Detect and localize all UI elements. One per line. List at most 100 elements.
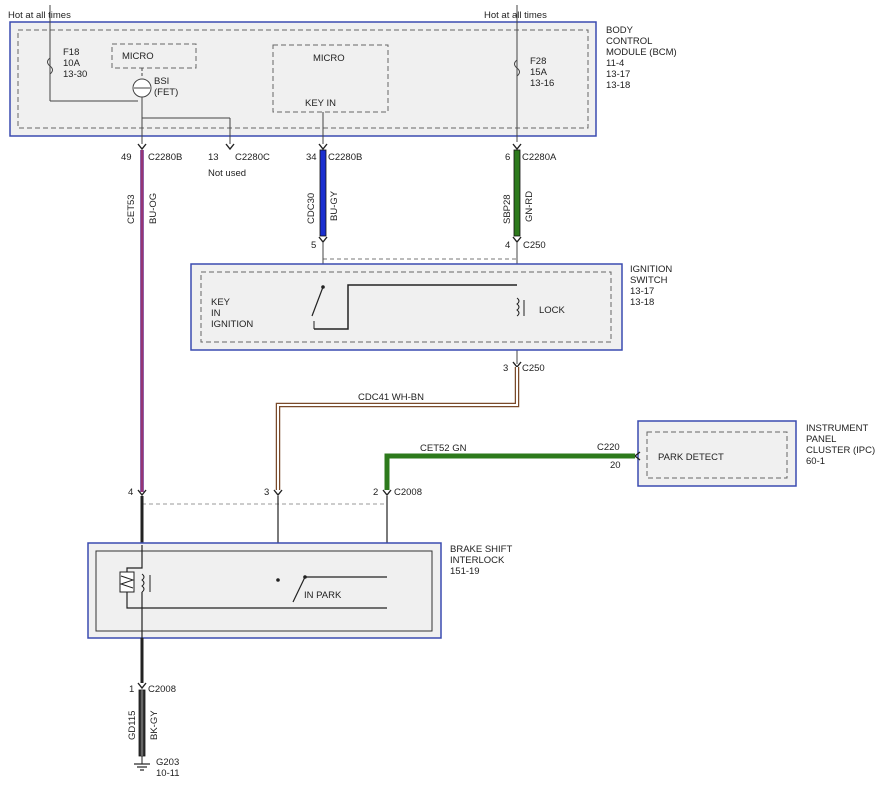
connector-c2280b-49: C2280B bbox=[148, 152, 182, 163]
micro-mid-label: MICRO bbox=[313, 53, 345, 64]
hot-at-all-times-left: Hot at all times bbox=[8, 10, 71, 21]
key-label-1: KEY bbox=[211, 297, 231, 308]
c2008-bottom-label: C2008 bbox=[148, 684, 176, 695]
fuse-f28-ref: 13-16 bbox=[530, 78, 554, 89]
park-switch-icon bbox=[292, 576, 306, 603]
key-in-label: KEY IN bbox=[305, 98, 336, 109]
key-label-3: IGNITION bbox=[211, 319, 253, 330]
pin-6: 6 bbox=[505, 152, 510, 163]
wire-cet52-label: CET52 GN bbox=[420, 443, 467, 454]
bsi-coil-loop bbox=[126, 545, 387, 609]
bcm-label-6: 13-18 bbox=[606, 80, 630, 91]
bsi-module-frame bbox=[87, 542, 442, 639]
wire-cet53-circuit: CET53 bbox=[126, 194, 137, 224]
bcm-inner-frame bbox=[17, 29, 589, 129]
bsi-module-label-3: 151-19 bbox=[450, 566, 480, 577]
ipc-label-1: INSTRUMENT bbox=[806, 423, 868, 434]
bsi-coil-icon bbox=[141, 573, 145, 593]
fuse-f18-ref: 13-30 bbox=[63, 69, 87, 80]
wire-cdc41-core bbox=[277, 367, 518, 490]
wire-sbp28 bbox=[513, 149, 521, 237]
connector-pins-top bbox=[137, 143, 522, 151]
key-switch-icon bbox=[311, 286, 324, 317]
ipc-connector-c220: C220 bbox=[597, 442, 620, 453]
ipc-pin-20: 20 bbox=[610, 460, 621, 471]
ipc-label-4: 60-1 bbox=[806, 456, 825, 467]
c250-pin-3: 3 bbox=[503, 363, 508, 374]
wire-gd115-circuit: GD115 bbox=[127, 711, 138, 740]
pin-13: 13 bbox=[208, 152, 219, 163]
ipc-label-2: PANEL bbox=[806, 434, 836, 445]
bcm-label-4: 11-4 bbox=[606, 58, 624, 69]
key-switch-pivot bbox=[321, 285, 325, 289]
not-used-label: Not used bbox=[208, 168, 246, 179]
wire-cet53-color: BU-OG bbox=[148, 193, 159, 224]
wire-cdc30 bbox=[319, 149, 327, 237]
wire-cdc41-label: CDC41 WH-BN bbox=[358, 392, 424, 403]
fuse-f18-name: F18 bbox=[63, 47, 79, 58]
c2008-pin-3: 3 bbox=[264, 487, 269, 498]
wire-sbp28-color: GN-RD bbox=[524, 191, 535, 222]
fuse-f18-icon bbox=[47, 57, 53, 75]
fuse-f28-rating: 15A bbox=[530, 67, 548, 78]
bsi-module-label-1: BRAKE SHIFT bbox=[450, 544, 512, 555]
c2008-bottom-pin-mark bbox=[137, 682, 147, 690]
park-switch-contact bbox=[276, 578, 280, 582]
hot-at-all-times-right: Hot at all times bbox=[484, 10, 547, 21]
connector-c2280a: C2280A bbox=[522, 152, 557, 163]
ignition-frame bbox=[190, 263, 623, 351]
c250-pin4-mark bbox=[512, 236, 522, 244]
ipc-inner-frame bbox=[646, 431, 788, 479]
c2008-pin-2: 2 bbox=[373, 487, 378, 498]
bsi-module-inner-frame bbox=[95, 550, 433, 632]
fuse-f18-rating: 10A bbox=[63, 58, 81, 69]
bsi-label: BSI bbox=[154, 76, 169, 87]
c2008-pin-1: 1 bbox=[129, 684, 134, 695]
ground-g203: G203 bbox=[156, 757, 179, 768]
wire-gd115-color: BK-GY bbox=[149, 710, 160, 740]
ignition-label-1: IGNITION bbox=[630, 264, 672, 275]
c250-pin-4: 4 bbox=[505, 240, 510, 251]
ignition-label-4: 13-18 bbox=[630, 297, 654, 308]
ground-ref: 10-11 bbox=[156, 768, 180, 779]
c250-pin-5: 5 bbox=[311, 240, 316, 251]
wire-cdc30-circuit: CDC30 bbox=[306, 193, 317, 224]
ignition-label-3: 13-17 bbox=[630, 286, 654, 297]
fuse-f28-name: F28 bbox=[530, 56, 546, 67]
lock-label: LOCK bbox=[539, 305, 566, 316]
ipc-label-3: CLUSTER (IPC) bbox=[806, 445, 875, 456]
bcm-frame bbox=[9, 21, 597, 137]
wire-cdc30-color: BU-GY bbox=[329, 190, 340, 221]
c2008-pin-marks bbox=[137, 489, 392, 497]
key-switch-circuit bbox=[314, 284, 517, 330]
park-detect-label: PARK DETECT bbox=[658, 452, 724, 463]
c250-pin5-mark bbox=[318, 236, 328, 244]
park-switch-pivot bbox=[303, 575, 307, 579]
bcm-label-2: CONTROL bbox=[606, 36, 652, 47]
c250-top-label: C250 bbox=[523, 240, 546, 251]
micro-left-label: MICRO bbox=[122, 51, 154, 62]
bsi-resistor-zigzag bbox=[119, 575, 135, 589]
bcm-label-3: MODULE (BCM) bbox=[606, 47, 677, 58]
wire-cdc41 bbox=[275, 367, 520, 490]
lock-solenoid-icon bbox=[516, 297, 520, 317]
micro-left-box bbox=[111, 43, 197, 69]
c2008-pin-4: 4 bbox=[128, 487, 133, 498]
bsi-fet-label: (FET) bbox=[154, 87, 178, 98]
bcm-label-5: 13-17 bbox=[606, 69, 630, 80]
bsi-module-label-2: INTERLOCK bbox=[450, 555, 505, 566]
connector-c2280b-34: C2280B bbox=[328, 152, 362, 163]
c250-bottom-label: C250 bbox=[522, 363, 545, 374]
bcm-label-1: BODY bbox=[606, 25, 634, 36]
connector-c2280c: C2280C bbox=[235, 152, 270, 163]
wire-cet52 bbox=[384, 453, 635, 490]
wire-sbp28-circuit: SBP28 bbox=[502, 194, 513, 224]
micro-mid-box bbox=[272, 44, 389, 113]
fuse-f28-icon bbox=[514, 59, 520, 77]
pin-49: 49 bbox=[121, 152, 132, 163]
pin-34: 34 bbox=[306, 152, 317, 163]
in-park-label: IN PARK bbox=[304, 590, 342, 601]
ignition-label-2: SWITCH bbox=[630, 275, 668, 286]
ground-icon bbox=[134, 763, 150, 771]
